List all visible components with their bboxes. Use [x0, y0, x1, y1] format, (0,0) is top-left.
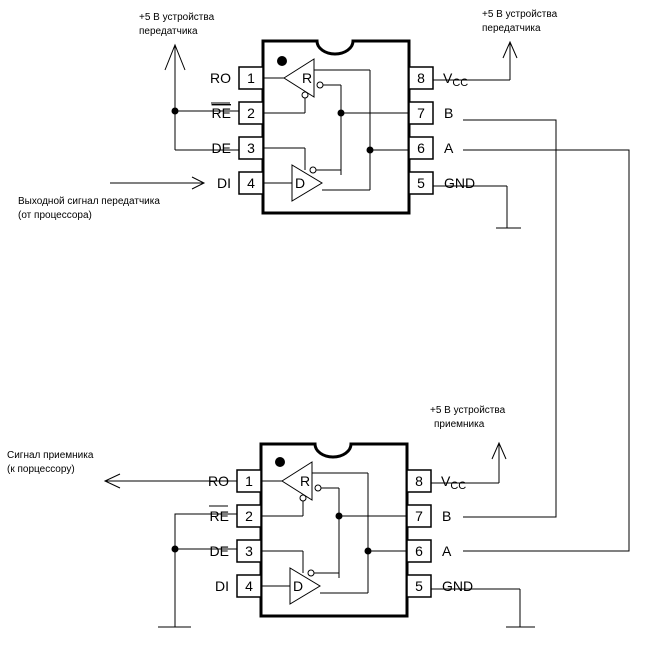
bottom-pin-num-7: 7 [415, 508, 423, 524]
bottom-pin-num-1: 1 [245, 473, 253, 489]
bottom-junction-a [364, 547, 372, 555]
top-pin-name-gnd: GND [444, 175, 475, 191]
top-input-signal-line2: (от процессора) [18, 210, 92, 221]
bottom-right-supply-line2: приемника [434, 419, 485, 430]
top-pin-name-b: B [444, 105, 453, 121]
top-pin-num-7: 7 [417, 105, 425, 121]
bottom-pin-box-8 [406, 469, 432, 493]
bottom-pin-name-de: DE [210, 543, 229, 559]
top-pin-box-5 [408, 171, 434, 195]
top-left-supply-arrow [164, 43, 186, 71]
top-pin-name-di: DI [217, 175, 231, 191]
top-input-signal-line1: Выходной сигнал передатчика [18, 196, 160, 207]
bottom-pin-name-di: DI [215, 578, 229, 594]
top-pin-num-1: 1 [247, 70, 255, 86]
bottom-pin-num-5: 5 [415, 578, 423, 594]
bottom-chip-pin1-dot [275, 457, 285, 467]
top-right-supply-line2: передатчика [482, 23, 541, 34]
bottom-pin-name-re: RE [210, 508, 229, 524]
top-left-supply-line2: передатчика [139, 26, 198, 37]
top-junction-b [337, 109, 345, 117]
bottom-pin-num-6: 6 [415, 543, 423, 559]
top-pin-num-4: 4 [247, 175, 255, 191]
top-external-wiring: +5 В устройства передатчика Выходной сиг… [18, 9, 558, 229]
differential-bus [463, 119, 630, 552]
top-driver-label: D [295, 175, 305, 191]
top-receiver-triangle [283, 58, 315, 98]
top-pin-box-6 [408, 136, 434, 160]
top-pin-name-a: A [444, 140, 454, 156]
top-chip: 1 2 3 4 RO RE DE DI 8 7 6 5 VCC B A GND … [210, 39, 475, 215]
bottom-chip-body [259, 442, 409, 618]
bottom-right-supply-arrow [491, 441, 507, 460]
bottom-receiver-triangle [281, 461, 313, 501]
top-pin-num-3: 3 [247, 140, 255, 156]
top-pin-name-ro: RO [210, 70, 231, 86]
top-pin-num-5: 5 [417, 175, 425, 191]
bottom-output-arrow [103, 473, 121, 489]
bus-line-a [463, 149, 630, 552]
top-pin-num-8: 8 [417, 70, 425, 86]
top-chip-pin1-dot [277, 56, 287, 66]
top-pin-name-de: DE [212, 140, 231, 156]
bottom-junction-b [335, 512, 343, 520]
bottom-driver-label: D [293, 578, 303, 594]
bottom-pin-name-gnd: GND [442, 578, 473, 594]
bottom-pin-num-8: 8 [415, 473, 423, 489]
bottom-pin-box-5 [406, 574, 432, 598]
bottom-external-wiring: Сигнал приемника (к порцессору) +5 В уст… [7, 405, 535, 628]
top-pin-num-2: 2 [247, 105, 255, 121]
top-right-supply-line1: +5 В устройства [482, 9, 558, 20]
bottom-output-signal-line2: (к порцессору) [7, 464, 75, 475]
bottom-receiver-label: R [300, 473, 310, 489]
bottom-pin-num-2: 2 [245, 508, 253, 524]
top-left-supply-line1: +5 В устройства [139, 12, 215, 23]
top-junction-a [366, 146, 374, 154]
top-receiver-label: R [302, 70, 312, 86]
top-pin-num-6: 6 [417, 140, 425, 156]
bus-line-b [463, 119, 557, 518]
top-pin-box-8 [408, 66, 434, 90]
top-chip-body [261, 39, 411, 215]
bottom-pin-name-b: B [442, 508, 451, 524]
bottom-pin-num-3: 3 [245, 543, 253, 559]
bottom-output-signal-line1: Сигнал приемника [7, 450, 94, 461]
bottom-pin-num-4: 4 [245, 578, 253, 594]
top-right-supply-arrow [502, 40, 518, 59]
bottom-pin-name-a: A [442, 543, 452, 559]
top-pin-name-re: RE [212, 105, 231, 121]
top-input-arrow [191, 176, 206, 190]
bottom-chip: 1 2 3 4 RO RE DE DI 8 7 6 5 VCC B A GND … [208, 442, 473, 618]
bottom-right-supply-line1: +5 В устройства [430, 405, 506, 416]
